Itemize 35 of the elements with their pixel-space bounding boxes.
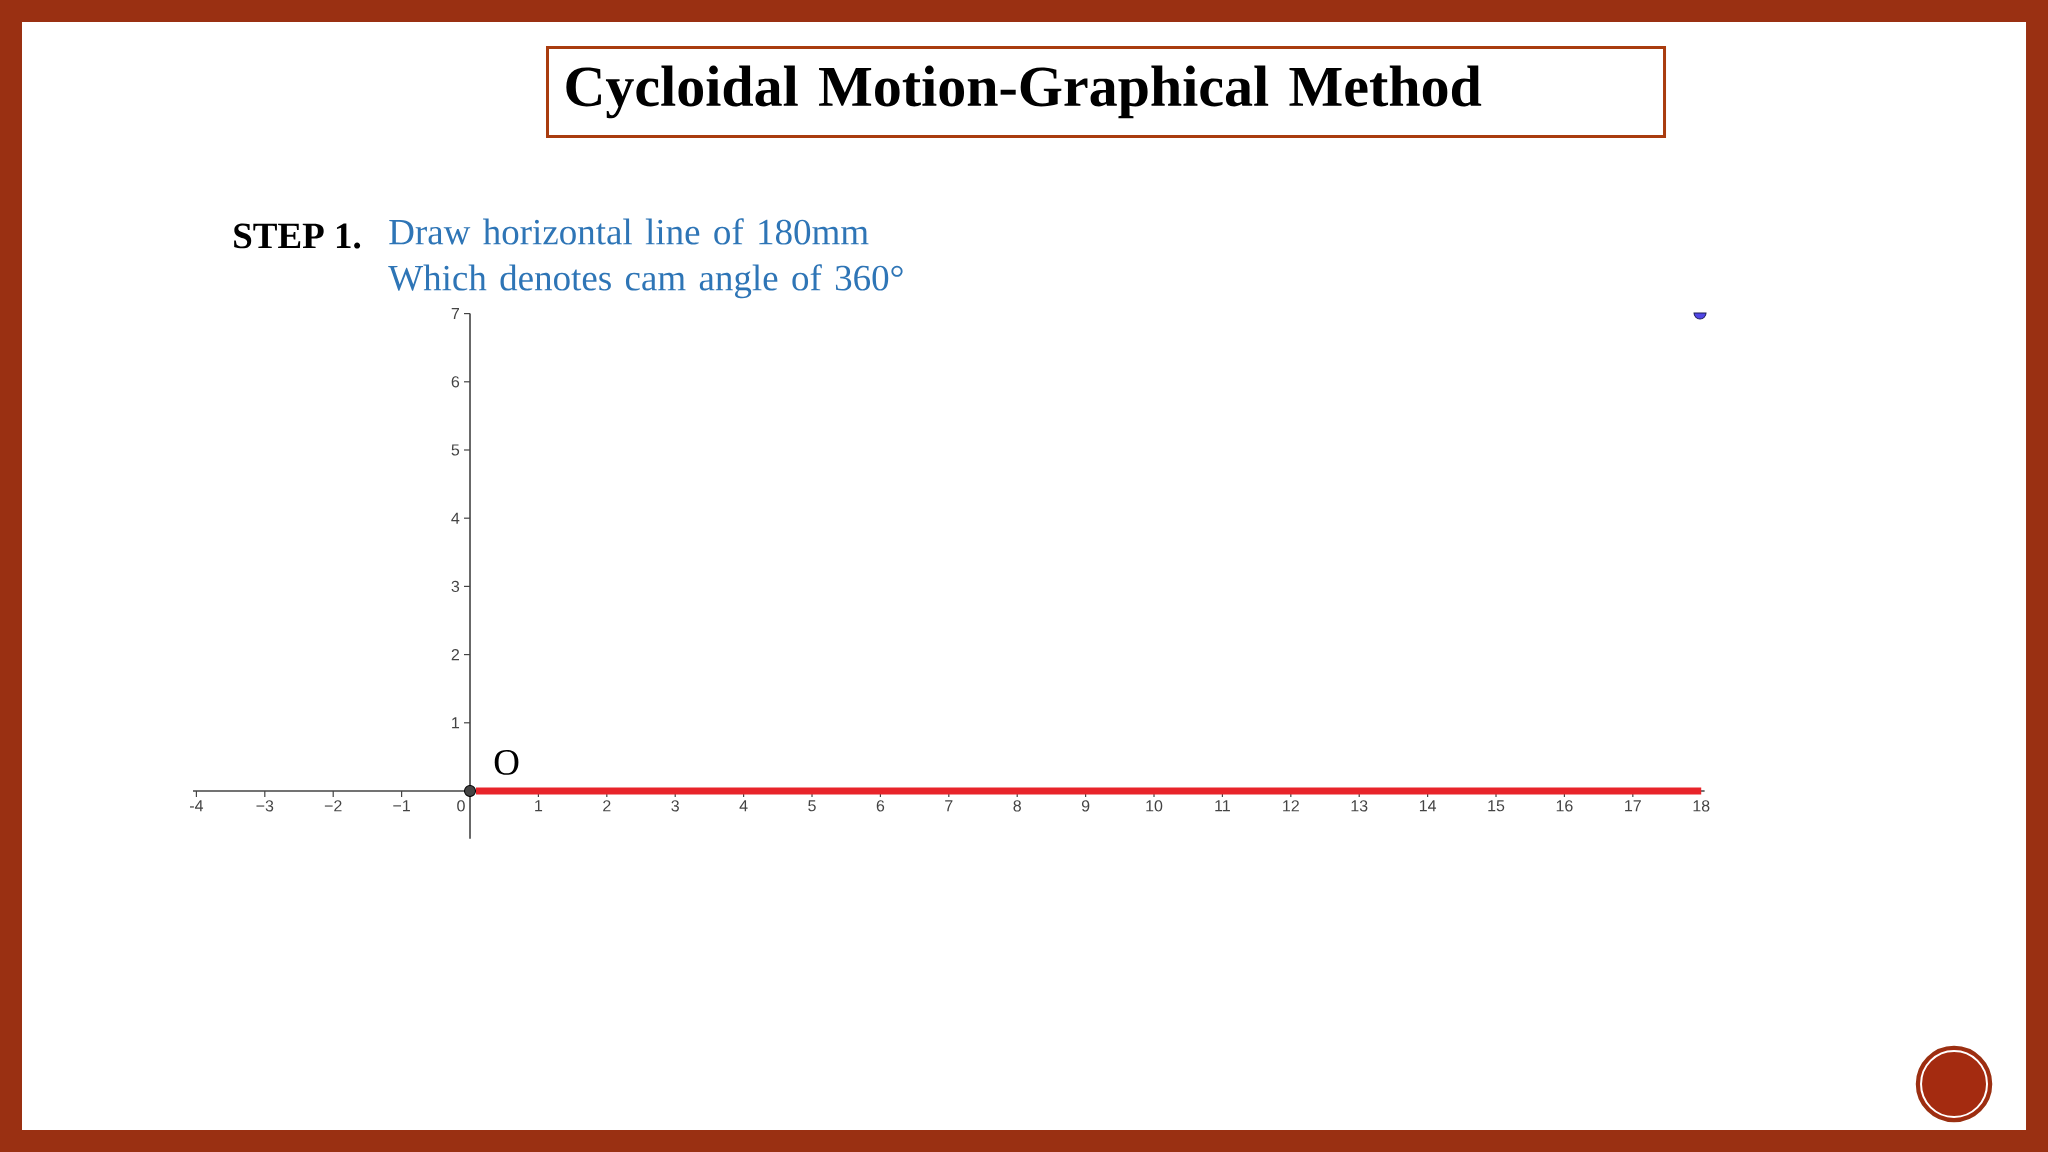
tick-label: 3 — [451, 580, 460, 593]
tick-label: 13 — [1351, 800, 1368, 812]
tick-label: 4 — [451, 512, 460, 524]
tick-label: 5 — [451, 444, 460, 456]
step-number: STEP 1. — [234, 223, 361, 249]
tick-label: −3 — [256, 800, 274, 812]
point — [464, 785, 476, 797]
tick-label: 10 — [1146, 800, 1163, 812]
tick-label: 5 — [808, 800, 816, 812]
tick-label: 15 — [1488, 800, 1505, 812]
tick-label: 9 — [1081, 800, 1090, 812]
tick-label: 3 — [671, 800, 679, 812]
tick-label: 2 — [603, 800, 611, 812]
title-box: Cycloidal Motion-Graphical Method — [546, 46, 1666, 138]
tick-label: −1 — [393, 800, 410, 812]
tick-label: 8 — [1013, 800, 1021, 812]
tick-label: 18 — [1693, 800, 1710, 812]
tick-label: 7 — [451, 308, 459, 320]
tick-label: 14 — [1419, 800, 1437, 812]
tick-label: -4 — [190, 800, 204, 812]
tick-label: 11 — [1215, 800, 1230, 812]
tick-label: −2 — [324, 800, 342, 812]
tick-label: 1 — [452, 717, 459, 729]
tick-label: 12 — [1283, 800, 1299, 812]
point-label: O — [494, 749, 519, 775]
tick-label: 2 — [451, 649, 459, 661]
step-instruction: Draw horizontal line of 180mm Which denotes cam angle of 360° — [388, 218, 903, 299]
tick-label: 16 — [1556, 800, 1573, 812]
tick-label: 6 — [451, 376, 460, 388]
tick-label: 6 — [876, 800, 885, 812]
tick-label: 4 — [739, 800, 748, 812]
tick-label: 17 — [1625, 800, 1641, 812]
tick-label: 7 — [945, 800, 953, 812]
tick-label: 1 — [535, 800, 543, 812]
tick-label: 0 — [457, 800, 465, 812]
